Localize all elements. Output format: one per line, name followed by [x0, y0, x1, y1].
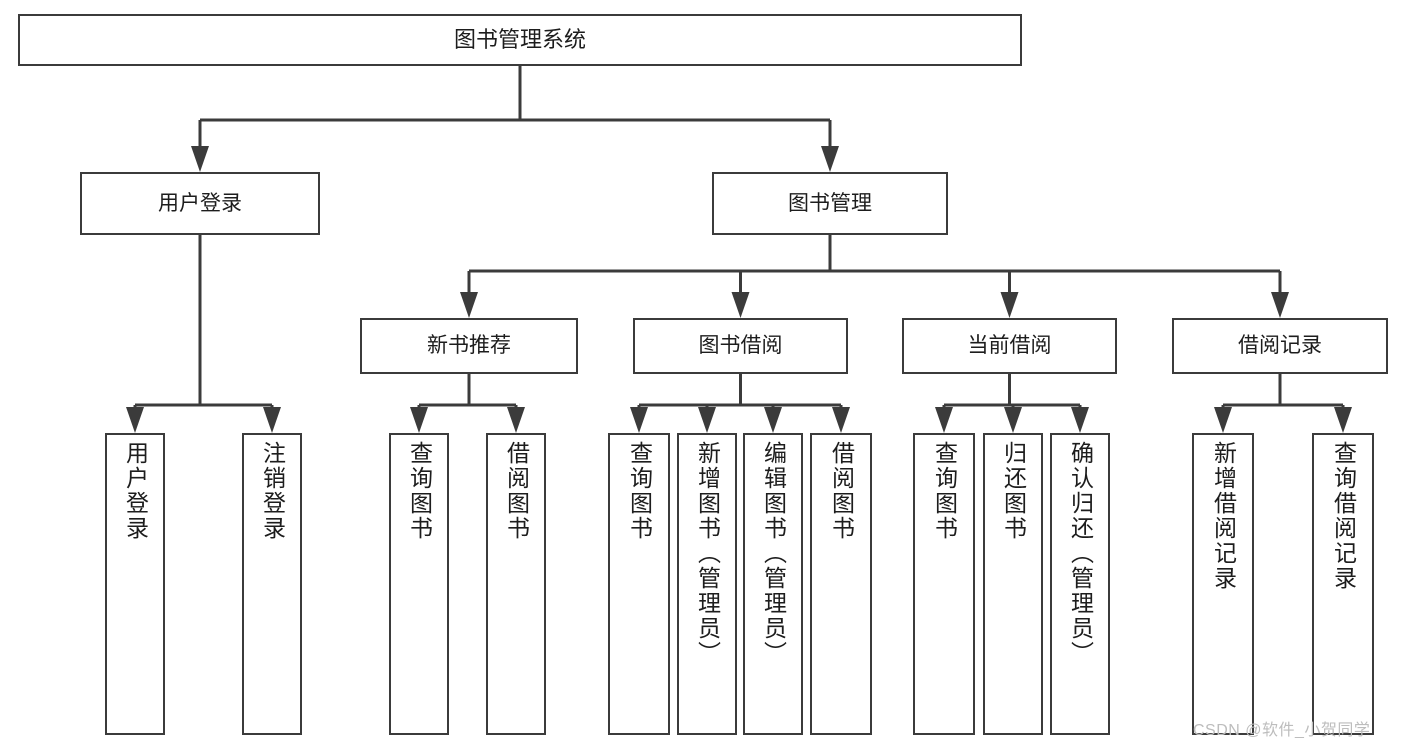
- arrowhead-leaf-user-logout: [263, 407, 281, 433]
- arrowhead-leaf-user-login: [126, 407, 144, 433]
- node-leaf-b-edit[interactable]: 编辑图书（管理员）: [743, 433, 803, 735]
- node-label-leaf-new-query: 查询图书: [406, 441, 433, 541]
- arrowhead-leaf-b-query: [630, 407, 648, 433]
- node-label-leaf-c-return: 归还图书: [1000, 441, 1027, 541]
- node-current[interactable]: 当前借阅: [902, 318, 1117, 374]
- node-label-bookmgmt: 图书管理: [788, 191, 872, 215]
- node-label-newrec: 新书推荐: [427, 334, 511, 358]
- node-label-leaf-b-add: 新增图书（管理员）: [694, 441, 721, 666]
- node-label-borrow: 图书借阅: [698, 334, 783, 358]
- arrowhead-leaf-new-query: [410, 407, 428, 433]
- node-label-leaf-user-logout: 注销登录: [259, 441, 286, 541]
- arrowhead-leaf-c-return: [1004, 407, 1022, 433]
- node-leaf-user-login[interactable]: 用户登录: [105, 433, 165, 735]
- arrowhead-leaf-b-edit: [764, 407, 782, 433]
- node-root[interactable]: 图书管理系统: [18, 14, 1022, 66]
- node-label-leaf-c-confirm: 确认归还（管理员）: [1067, 441, 1094, 666]
- node-leaf-b-borrow[interactable]: 借阅图书: [810, 433, 872, 735]
- node-label-leaf-user-login: 用户登录: [122, 441, 149, 541]
- arrowhead-leaf-new-borrow: [507, 407, 525, 433]
- node-records[interactable]: 借阅记录: [1172, 318, 1388, 374]
- arrowhead-login: [191, 146, 209, 172]
- arrowhead-newrec: [460, 292, 478, 318]
- node-label-leaf-b-edit: 编辑图书（管理员）: [760, 441, 787, 666]
- node-label-current: 当前借阅: [967, 334, 1052, 358]
- node-leaf-new-borrow[interactable]: 借阅图书: [486, 433, 546, 735]
- node-leaf-b-query[interactable]: 查询图书: [608, 433, 670, 735]
- node-label-login: 用户登录: [158, 191, 242, 215]
- node-leaf-c-confirm[interactable]: 确认归还（管理员）: [1050, 433, 1110, 735]
- arrowhead-leaf-b-borrow: [832, 407, 850, 433]
- node-leaf-b-add[interactable]: 新增图书（管理员）: [677, 433, 737, 735]
- node-label-leaf-r-add: 新增借阅记录: [1210, 441, 1237, 591]
- arrowhead-leaf-r-query: [1334, 407, 1352, 433]
- arrowhead-current: [1000, 292, 1019, 318]
- node-label-records: 借阅记录: [1238, 334, 1322, 358]
- arrowhead-borrow: [731, 292, 750, 318]
- node-newrec[interactable]: 新书推荐: [360, 318, 578, 374]
- node-leaf-r-query[interactable]: 查询借阅记录: [1312, 433, 1374, 735]
- node-label-leaf-new-borrow: 借阅图书: [503, 441, 530, 541]
- node-leaf-c-query[interactable]: 查询图书: [913, 433, 975, 735]
- node-bookmgmt[interactable]: 图书管理: [712, 172, 948, 235]
- node-label-leaf-r-query: 查询借阅记录: [1330, 441, 1357, 591]
- node-leaf-c-return[interactable]: 归还图书: [983, 433, 1043, 735]
- arrowhead-bookmgmt: [821, 146, 839, 172]
- node-label-leaf-b-borrow: 借阅图书: [828, 441, 855, 541]
- arrowhead-leaf-c-confirm: [1071, 407, 1089, 433]
- node-leaf-r-add[interactable]: 新增借阅记录: [1192, 433, 1254, 735]
- node-label-leaf-c-query: 查询图书: [931, 441, 958, 541]
- node-login[interactable]: 用户登录: [80, 172, 320, 235]
- arrowhead-leaf-c-query: [935, 407, 953, 433]
- node-label-leaf-b-query: 查询图书: [626, 441, 653, 541]
- node-leaf-user-logout[interactable]: 注销登录: [242, 433, 302, 735]
- arrowhead-leaf-r-add: [1214, 407, 1232, 433]
- node-leaf-new-query[interactable]: 查询图书: [389, 433, 449, 735]
- arrowhead-records: [1271, 292, 1289, 318]
- node-label-root: 图书管理系统: [453, 26, 586, 52]
- arrowhead-leaf-b-add: [698, 407, 716, 433]
- node-borrow[interactable]: 图书借阅: [633, 318, 848, 374]
